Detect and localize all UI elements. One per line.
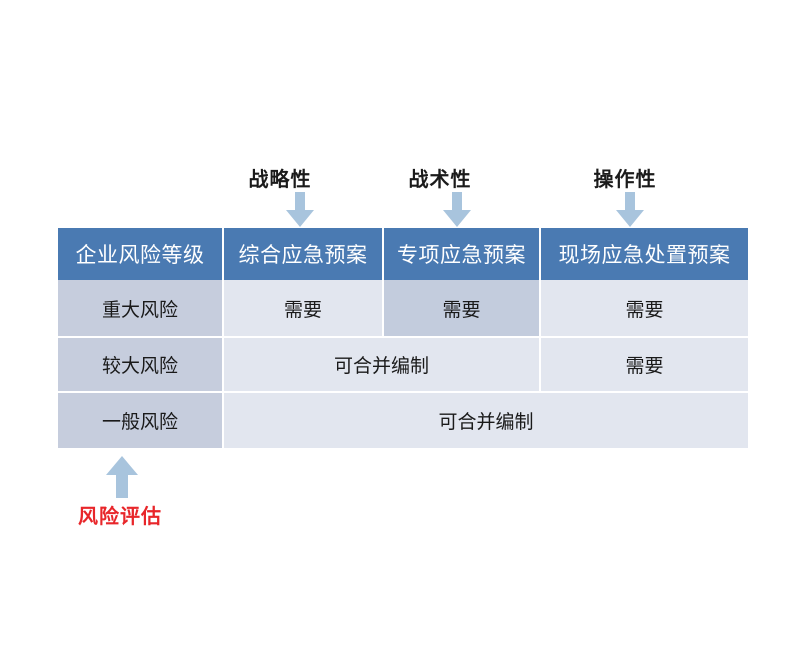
table-row: 一般风险 可合并编制 (58, 392, 748, 448)
cell-major-special: 需要 (383, 280, 541, 338)
cell-major-comprehensive: 需要 (223, 280, 384, 338)
column-header-special-plan: 专项应急预案 (383, 228, 541, 280)
arrow-down-icon-operational (615, 192, 645, 233)
column-annotation-tactical: 战术性 (408, 169, 472, 191)
row-header-major-risk: 重大风险 (58, 280, 224, 338)
table-header-row: 企业风险等级 综合应急预案 专项应急预案 现场应急处置预案 (58, 228, 748, 280)
column-header-onsite-plan: 现场应急处置预案 (540, 228, 748, 280)
column-annotation-strategic: 战略性 (248, 169, 312, 191)
arrow-up-icon-risk-assessment (105, 455, 139, 504)
risk-plan-matrix: 企业风险等级 综合应急预案 专项应急预案 现场应急处置预案 重大风险 需要 需要… (58, 228, 748, 448)
table-row: 重大风险 需要 需要 需要 (58, 280, 748, 338)
cell-major-onsite: 需要 (540, 280, 748, 338)
column-annotation-operational: 操作性 (593, 169, 657, 191)
cell-relatively-major-onsite: 需要 (540, 337, 748, 393)
arrow-down-icon-tactical (442, 192, 472, 233)
arrow-down-icon-strategic (285, 192, 315, 233)
cell-relatively-major-merged: 可合并编制 (223, 337, 541, 393)
column-header-risk-level: 企业风险等级 (58, 228, 224, 280)
row-annotation-risk-assessment: 风险评估 (78, 506, 162, 528)
cell-general-merged: 可合并编制 (223, 392, 748, 448)
table-row: 较大风险 可合并编制 需要 (58, 337, 748, 393)
row-header-relatively-major-risk: 较大风险 (58, 337, 224, 393)
row-header-general-risk: 一般风险 (58, 392, 224, 448)
column-header-comprehensive-plan: 综合应急预案 (223, 228, 384, 280)
